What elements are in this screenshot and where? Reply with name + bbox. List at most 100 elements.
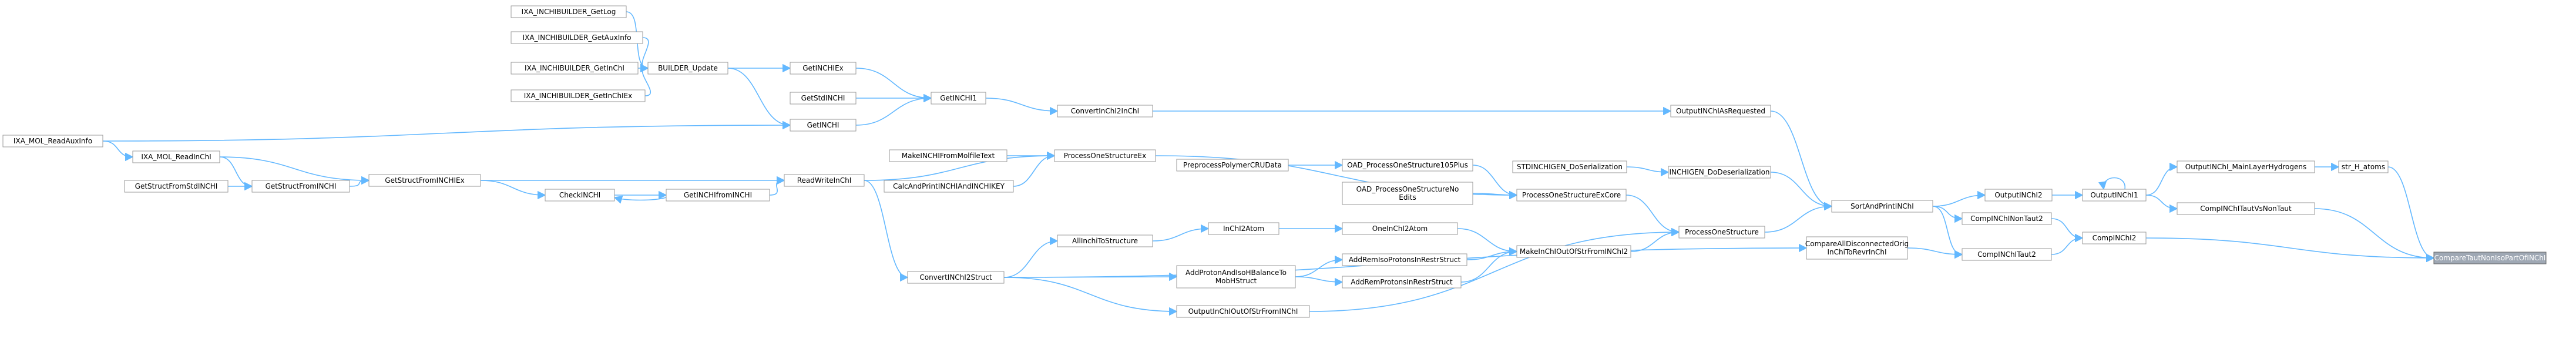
function-node-getinchiex[interactable]: GetINCHIEx (790, 62, 857, 75)
function-node-readwriteinchi[interactable]: ReadWriteInChI (784, 174, 865, 187)
function-node-outputinchi2[interactable]: OutputINChI2 (1984, 189, 2053, 202)
function-node-getstructfrominchi[interactable]: GetStructFromINCHI (251, 180, 350, 193)
node-label: IXA_INCHIBUILDER_GetInChI (525, 64, 624, 72)
function-node-getstructfrominchiex[interactable]: GetStructFromINCHIEx (368, 174, 481, 187)
function-node-ixa-getinchiex[interactable]: IXA_INCHIBUILDER_GetInChIEx (511, 89, 646, 102)
call-edge-outputinchi1-to-compinchitautvsnontaut (2145, 195, 2178, 213)
node-label: ProcessOneStructureExCore (1522, 191, 1621, 199)
node-box (545, 189, 615, 202)
node-label: GetINCHIEx (802, 64, 844, 72)
call-edge-convertinchi2struct-to-allinchitostructure (1003, 236, 1059, 278)
node-box (251, 180, 350, 193)
node-label: CompareTautNonIsoPartOfINChI (2434, 254, 2546, 262)
call-edge-ixa_mol_readinchi-to-getstructfrominchi (219, 156, 253, 191)
call-edge-addprotonandisoh-to-addremprotonsinrestrstruct (1295, 276, 1344, 287)
function-node-checkinchi[interactable]: CheckINCHI (545, 189, 615, 202)
function-node-comparealldisconnected[interactable]: CompareAllDisconnectedOrigInChiToRevrInC… (1805, 236, 1909, 260)
call-edge-makeinchioutofstrfrominchi2-to-processonestructure (1630, 227, 1680, 252)
node-box (1831, 200, 1933, 213)
function-node-builder-update[interactable]: BUILDER_Update (647, 62, 728, 75)
node-box (1342, 182, 1473, 205)
function-node-outputinchioutofstrfrominchi[interactable]: OutputInChIOutOfStrFromINChI (1176, 305, 1310, 318)
call-edge-getstructfrominchiex-to-checkinchi (480, 180, 546, 200)
function-node-ixa-getinchi[interactable]: IXA_INCHIBUILDER_GetInChI (511, 62, 639, 75)
node-box (884, 180, 1014, 193)
node-label: PreprocessPolymerCRUData (1183, 161, 1282, 169)
function-node-compare-taut[interactable]: CompareTautNonIsoPartOfINChI (2433, 252, 2547, 264)
node-box (666, 189, 770, 202)
node-label: IXA_INCHIBUILDER_GetAuxInfo (523, 33, 632, 42)
node-box (790, 62, 857, 75)
call-edge-oad_processonestructurenoedits-to-processonestructureexcore (1472, 190, 1518, 200)
function-node-str-h-atoms[interactable]: str_H_atoms (2338, 160, 2389, 173)
call-edge-sortandprintinchi-to-outputinchi2 (1932, 190, 1986, 207)
function-node-oneinchi2atom[interactable]: OneInChI2Atom (1342, 222, 1458, 235)
node-layer: CompareTautNonIsoPartOfINChIstr_H_atomsO… (2, 5, 2547, 318)
node-label: AddProtonAndIsoHBalanceTo (1185, 269, 1287, 277)
function-node-makeinchifrommolfiletext[interactable]: MakeINCHIFromMolfileText (889, 149, 1007, 162)
node-box (790, 119, 857, 132)
function-node-preprocesspolymercrudata[interactable]: PreprocessPolymerCRUData (1176, 159, 1289, 172)
node-box (1057, 105, 1153, 118)
call-edge-outputinchi1-to-outputinchi_mainlayer (2145, 162, 2178, 196)
node-box (1516, 189, 1627, 202)
function-node-ixa-mol-readinchi[interactable]: IXA_MOL_ReadInChI (132, 150, 220, 163)
node-label: Edits (1399, 193, 1416, 202)
function-node-convertinchi2struct[interactable]: ConvertINChI2Struct (907, 271, 1005, 284)
function-node-outputinchiasrequested[interactable]: OutputINChIAsRequested (1670, 105, 1771, 118)
function-node-outputinchi-mainlayer[interactable]: OutputINChI_MainLayerHydrogens (2177, 160, 2315, 173)
node-label: CompareAllDisconnectedOrig (1805, 240, 1909, 248)
node-label: MakeINCHIFromMolfileText (902, 152, 995, 160)
call-edge-inchien_deserialization-to-sortandprintinchi (1770, 172, 1833, 211)
node-label: CompINChINonTaut2 (1970, 214, 2043, 223)
function-node-getstructfromstdinchi[interactable]: GetStructFromStdINCHI (124, 180, 229, 193)
node-label: GetINCHIfromINCHI (684, 191, 752, 199)
function-node-oad-processonestructure105plus[interactable]: OAD_ProcessOneStructure105Plus (1342, 159, 1473, 172)
function-node-getinchifrominchi[interactable]: GetINCHIfromINCHI (666, 189, 770, 202)
function-node-inchien-deserialization[interactable]: INCHIGEN_DoDeserialization (1668, 166, 1771, 179)
function-node-compinchitautvsnontaut[interactable]: CompINChITautVsNonTaut (2177, 202, 2315, 215)
function-node-getinchi1[interactable]: GetINCHI1 (931, 92, 986, 105)
node-label: CompINChI2 (2093, 234, 2137, 242)
node-label: IXA_INCHIBUILDER_GetInChIEx (524, 92, 633, 100)
function-node-compinchitaut2[interactable]: CompINChITaut2 (1962, 248, 2052, 261)
function-node-addremisoprotonsinrestrstruct[interactable]: AddRemIsoProtonsInRestrStruct (1342, 253, 1467, 266)
function-node-ixa-getlog[interactable]: IXA_INCHIBUILDER_GetLog (511, 5, 627, 18)
function-node-getinchi[interactable]: GetINCHI (790, 119, 857, 132)
function-node-addremprotonsinrestrstruct[interactable]: AddRemProtonsInRestrStruct (1342, 276, 1462, 289)
function-node-makeinchioutofstrfrominchi2[interactable]: MakeInChIOutOfStrFromINChI2 (1516, 245, 1631, 258)
function-node-processonestructure[interactable]: ProcessOneStructure (1678, 226, 1765, 239)
call-edge-getstructfrominchi-to-getstructfrominchiex (349, 176, 370, 187)
function-node-getstdinchi[interactable]: GetStdINCHI (790, 92, 857, 105)
function-node-allinchitostructure[interactable]: AllInchiToStructure (1057, 234, 1153, 247)
node-label: OneInChI2Atom (1372, 224, 1428, 233)
node-box (784, 174, 865, 187)
call-edge-outputinchioutofstrfrominchi-to-processonestructure (1309, 227, 1680, 312)
node-box (647, 62, 728, 75)
function-node-compinchinontaut2[interactable]: CompINChINonTaut2 (1962, 212, 2052, 225)
function-node-processonestructureexcore[interactable]: ProcessOneStructureExCore (1516, 189, 1627, 202)
function-node-processonestructureex[interactable]: ProcessOneStructureEx (1054, 149, 1156, 162)
call-edge-comparealldisconnected-to-compinchitaut2 (1907, 247, 1963, 259)
function-node-outputinchi1[interactable]: OutputINChI1 (2082, 189, 2147, 202)
node-label: str_H_atoms (2342, 163, 2385, 171)
function-node-stdinchigen-deserialization[interactable]: STDINCHIGEN_DoSerialization (1512, 160, 1627, 173)
node-box (790, 92, 857, 105)
function-node-calcandprintinchiandinchikey[interactable]: CalcAndPrintINCHIAndINCHIKEY (884, 180, 1014, 193)
node-box (889, 149, 1007, 162)
node-box (1962, 248, 2052, 261)
node-box (907, 271, 1005, 284)
node-box (1057, 234, 1153, 247)
call-edge-addremprotonsinrestrstruct-to-makeinchioutofstrfrominchi2 (1460, 247, 1518, 283)
function-node-sortandprintinchi[interactable]: SortAndPrintINChI (1831, 200, 1933, 213)
node-box (1342, 253, 1467, 266)
function-node-ixa-mol-readauxinfo[interactable]: IXA_MOL_ReadAuxInfo (2, 135, 103, 147)
function-node-ixa-getauxinfo[interactable]: IXA_INCHIBUILDER_GetAuxInfo (511, 31, 643, 44)
call-edge-oneinchi2atom-to-makeinchioutofstrfrominchi2 (1457, 228, 1518, 256)
function-node-convertinchi2inchi[interactable]: ConvertInChI2InChI (1057, 105, 1153, 118)
function-node-inchi2atom[interactable]: InChI2Atom (1208, 222, 1279, 235)
function-node-compinchi2[interactable]: CompINChI2 (2082, 232, 2147, 244)
